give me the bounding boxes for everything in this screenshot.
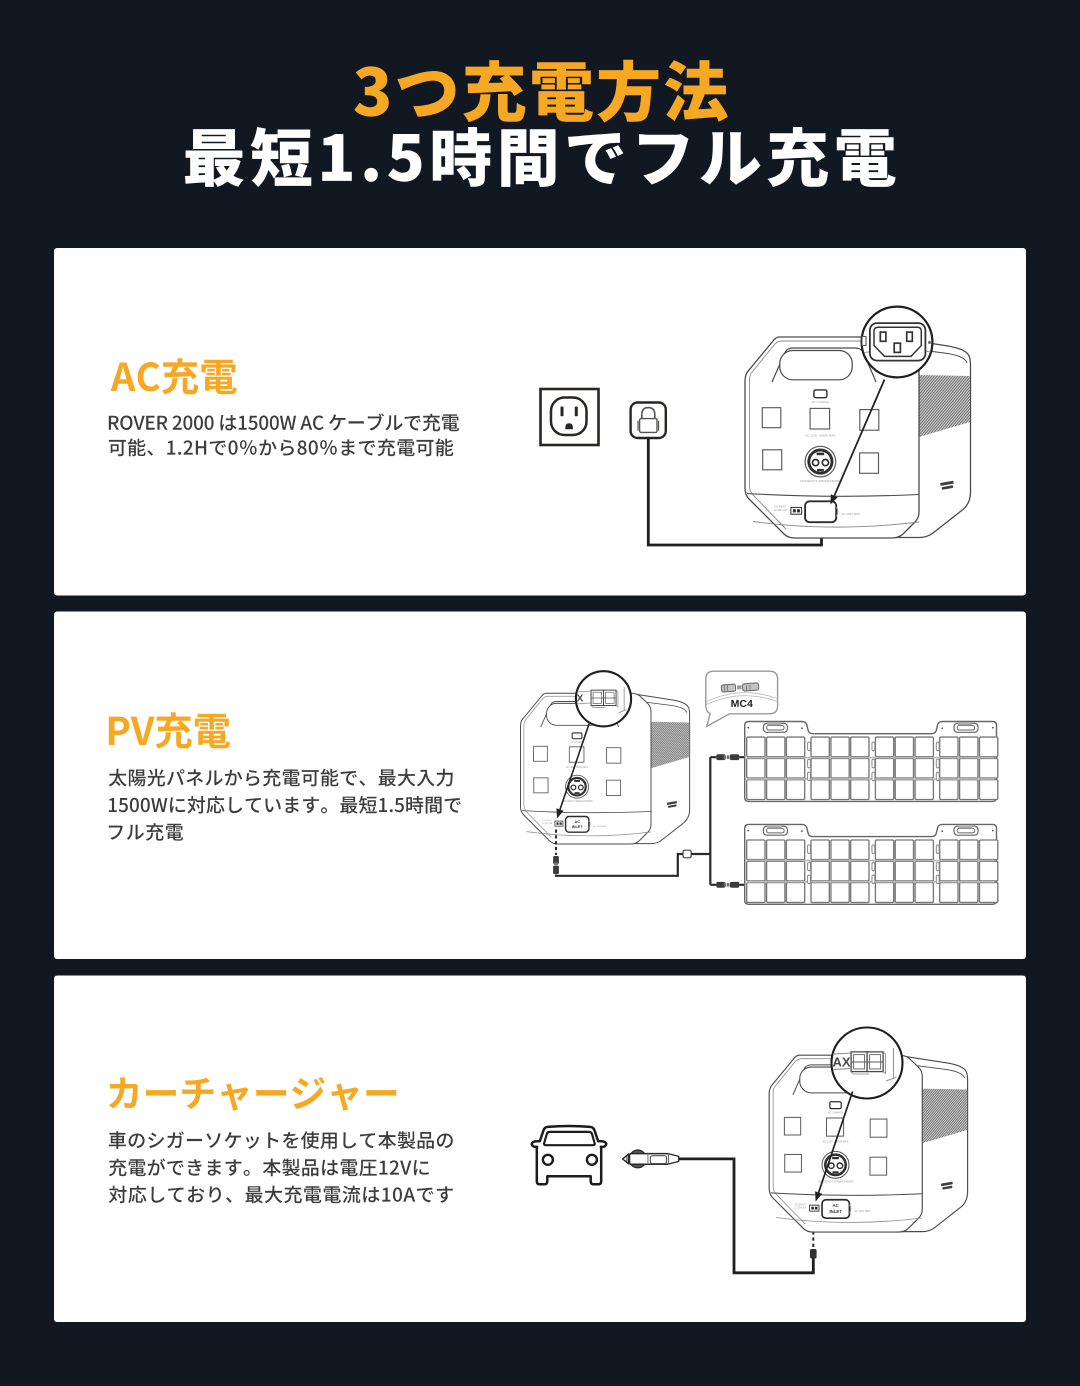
svg-text:120V/30A(TT-30R)MAX3600W: 120V/30A(TT-30R)MAX3600W xyxy=(817,1180,854,1184)
svg-text:MC4: MC4 xyxy=(731,698,753,710)
svg-text:AC: AC xyxy=(833,1203,840,1208)
svg-text:AC 120V 60Hz: AC 120V 60Hz xyxy=(593,825,607,828)
svg-text:12-30V 10A: 12-30V 10A xyxy=(794,1206,806,1209)
svg-text:12-30V 10A: 12-30V 10A xyxy=(774,508,788,512)
svg-text:AC CHARGE: AC CHARGE xyxy=(828,1110,844,1114)
svg-text:AC CHARGE: AC CHARGE xyxy=(811,400,829,404)
svg-text:AC CHARGE: AC CHARGE xyxy=(570,741,584,744)
svg-text:AX: AX xyxy=(833,1055,851,1070)
svg-text:AC 120V 1500W MAX: AC 120V 1500W MAX xyxy=(806,433,836,437)
svg-text:AC 120V 1500W MAX: AC 120V 1500W MAX xyxy=(566,766,589,769)
svg-text:X: X xyxy=(577,694,584,705)
svg-text:INLET: INLET xyxy=(572,825,584,829)
svg-text:INLET: INLET xyxy=(829,1209,842,1214)
svg-text:AC: AC xyxy=(574,820,580,824)
svg-text:DC INPUT: DC INPUT xyxy=(774,505,787,509)
svg-text:12-30V 10A: 12-30V 10A xyxy=(542,822,553,825)
svg-text:120V/30A(TT-30R)MAX3600W: 120V/30A(TT-30R)MAX3600W xyxy=(800,479,841,483)
svg-text:DC INPUT: DC INPUT xyxy=(795,1204,806,1206)
svg-text:AC 120V 60Hz: AC 120V 60Hz xyxy=(842,512,861,516)
svg-text:AC 120V 60Hz: AC 120V 60Hz xyxy=(854,1210,871,1213)
svg-text:DC INPUT: DC INPUT xyxy=(543,820,553,822)
svg-text:120V/30A(TT-30R)MAX3600W: 120V/30A(TT-30R)MAX3600W xyxy=(562,800,594,803)
